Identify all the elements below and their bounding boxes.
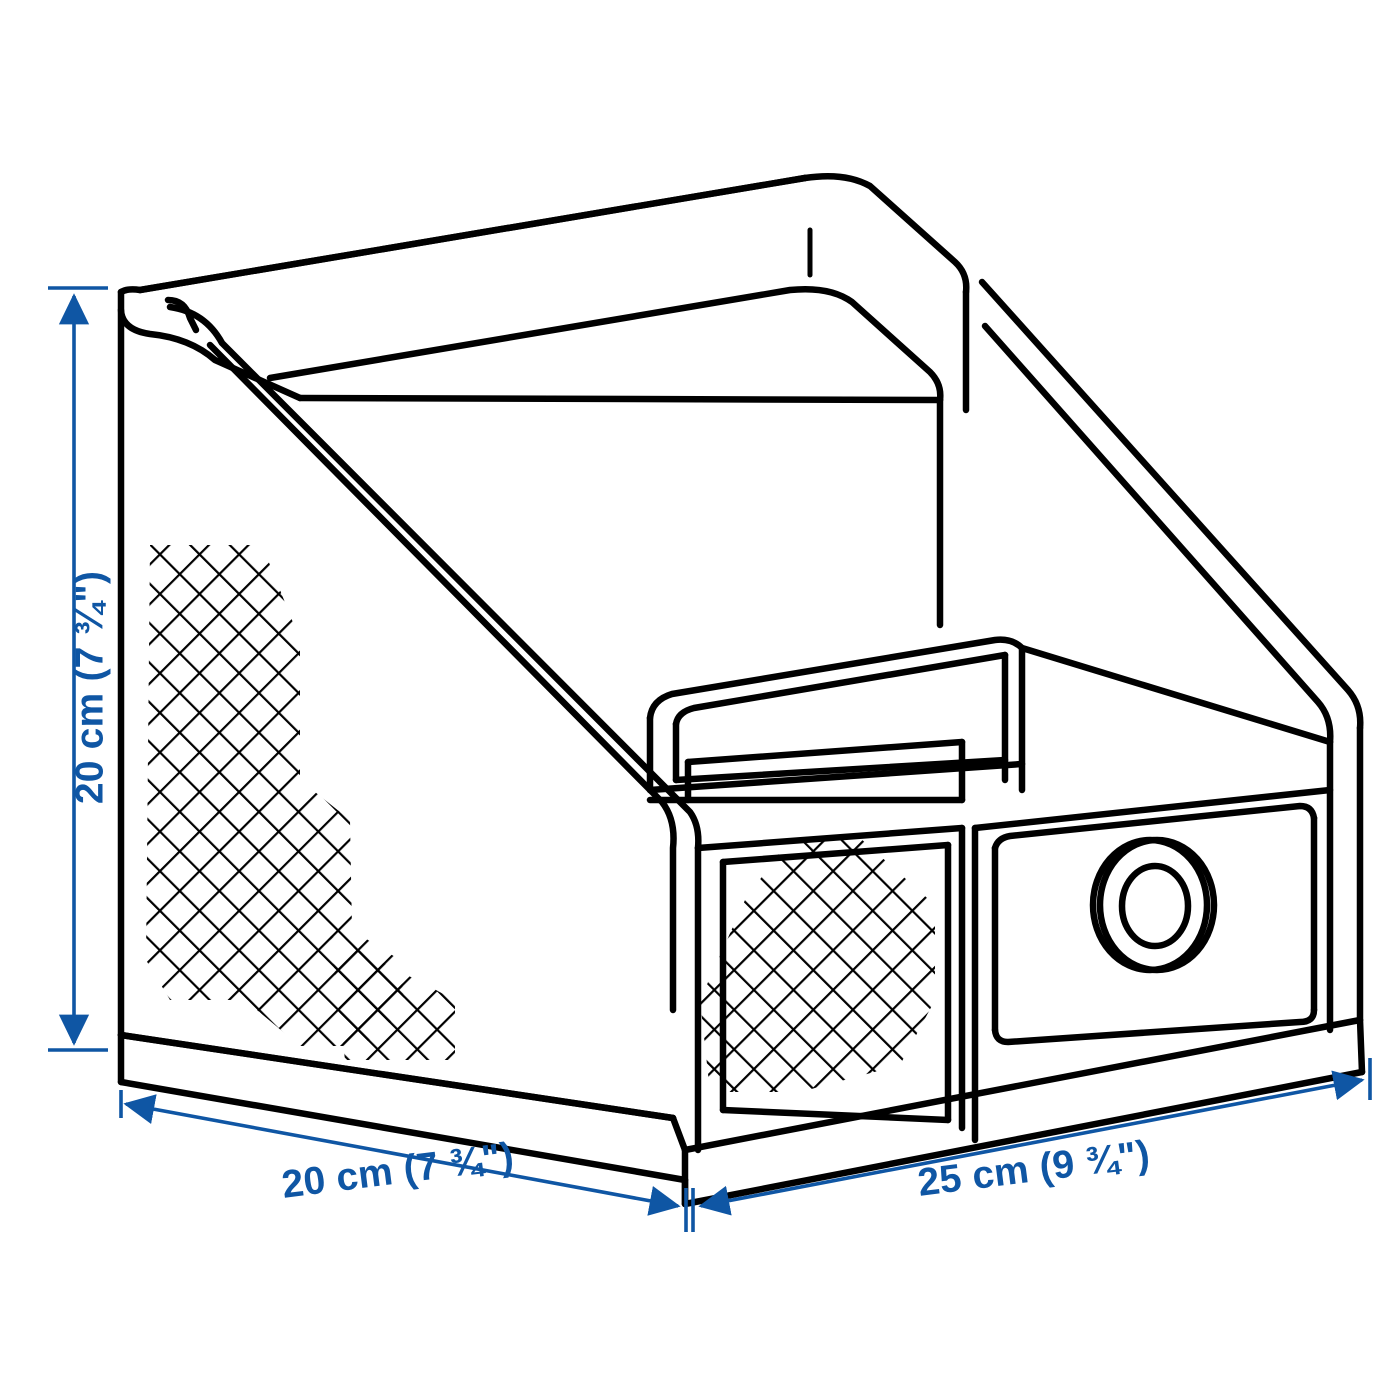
- right-panel-slope-outer: [978, 278, 1364, 732]
- width-dimension-arrow: [698, 1070, 1365, 1216]
- back-panel-top-inner: [266, 285, 944, 404]
- right-panel-slope-inner: [981, 322, 1334, 746]
- base-left-band-join: [669, 1114, 689, 1154]
- height-dimension-label: 20 cm (7 ¾"): [68, 570, 112, 805]
- drawer-inner-bottom: [991, 1006, 1318, 1046]
- left-panel-rim-lower: [117, 306, 304, 402]
- back-panel-top-outer: [801, 172, 970, 296]
- shelf-top-surface: [646, 636, 1334, 746]
- depth-dimension-arrow: [123, 1094, 681, 1216]
- left-panel-slope-outer: [166, 303, 702, 852]
- drawer-inner-top: [991, 802, 1318, 852]
- drawer-top-edge: [971, 786, 1334, 832]
- grommet-inner-ring: [1118, 862, 1192, 950]
- shelf-divider-slab-edge: [684, 738, 966, 766]
- left-panel-top-rim: [136, 174, 809, 294]
- organizer-outline: [117, 172, 1366, 1208]
- back-panel-bottom-line: [296, 394, 944, 404]
- grommet-knob[interactable]: [1089, 836, 1218, 974]
- shelf-front-edge-lower: [672, 756, 1009, 784]
- grommet-outer-ring: [1096, 836, 1218, 974]
- dimension-lines: [48, 286, 1372, 1232]
- base-right-cap: [1356, 1016, 1366, 1076]
- left-panel-top-inner: [164, 296, 200, 334]
- mesh-hatch-left-panel: [146, 545, 455, 1060]
